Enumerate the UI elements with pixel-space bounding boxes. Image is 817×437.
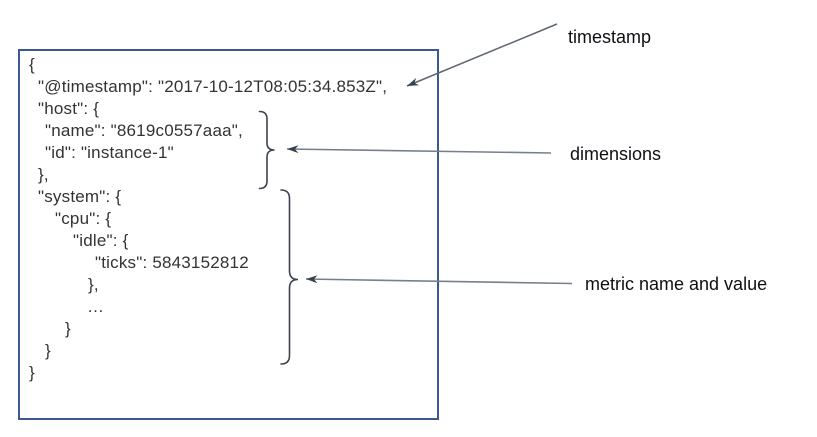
- json-line-idle: "idle": {: [73, 231, 129, 250]
- json-line: },: [38, 165, 49, 184]
- json-line-ticks: "ticks": 5843152812: [95, 253, 249, 272]
- json-line: },: [88, 275, 99, 294]
- json-line-host-id: "id": "instance-1": [45, 143, 174, 162]
- json-line-host: "host": {: [38, 99, 100, 118]
- json-line: }: [45, 341, 51, 360]
- metric-label: metric name and value: [585, 274, 768, 294]
- json-line-system: "system": {: [38, 187, 122, 206]
- timestamp-label: timestamp: [568, 27, 652, 47]
- json-line-host-name: "name": "8619c0557aaa",: [45, 121, 243, 140]
- json-line-ellipsis: …: [87, 297, 105, 316]
- json-line-cpu: "cpu": {: [55, 209, 112, 228]
- json-line: }: [65, 319, 71, 338]
- json-line: {: [29, 55, 35, 74]
- json-document-box: [18, 49, 439, 420]
- dimensions-label: dimensions: [570, 144, 662, 164]
- json-line: }: [29, 363, 35, 382]
- json-code: { "@timestamp": "2017-10-12T08:05:34.853…: [18, 54, 438, 384]
- json-line-timestamp: "@timestamp": "2017-10-12T08:05:34.853Z"…: [38, 77, 388, 96]
